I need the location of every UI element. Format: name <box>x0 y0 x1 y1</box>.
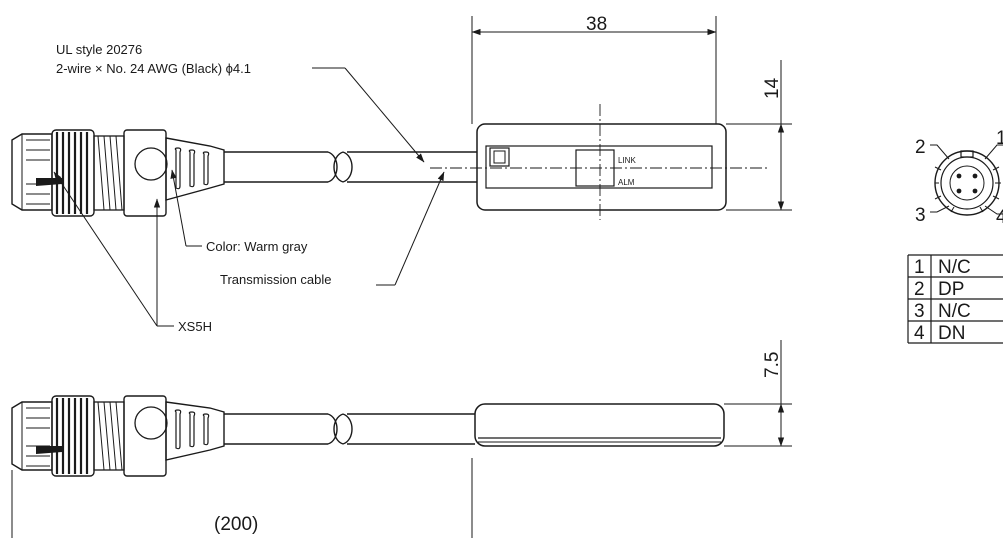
pin-label-2: 2 <box>915 137 926 158</box>
top-module-body: LINK ALM <box>476 123 727 211</box>
top-cable <box>224 151 477 183</box>
cable-length-dimension-label: (200) <box>214 514 258 535</box>
connector-callout: XS5H <box>53 171 212 334</box>
table-row: 2 DP <box>914 279 964 300</box>
dim-height-14: 14 <box>726 60 792 211</box>
side-view: 7.5 (200) <box>11 340 792 538</box>
pin-signal-cell: DP <box>938 279 964 300</box>
alarm-indicator-label: ALM <box>618 178 635 187</box>
table-row: 1 N/C <box>914 257 971 278</box>
link-indicator-label: LINK <box>618 156 636 165</box>
side-connector <box>11 395 225 477</box>
dim-cable-length: (200) <box>11 458 473 538</box>
transmission-cable-callout: Transmission cable <box>220 171 445 287</box>
pin-number-cell: 1 <box>914 257 925 278</box>
pin-number-cell: 3 <box>914 301 925 322</box>
transmission-cable-label: Transmission cable <box>220 272 332 287</box>
pin-label-1: 1 <box>996 128 1003 149</box>
table-row: 3 N/C <box>914 301 971 322</box>
pin-dot <box>972 188 978 194</box>
color-callout-label: Color: Warm gray <box>206 239 308 254</box>
pin-signal-cell: N/C <box>938 257 971 278</box>
pin-signal-cell: DN <box>938 323 965 344</box>
pin-label-3: 3 <box>915 205 926 226</box>
pin-dot <box>956 173 962 179</box>
pin-label-4: 4 <box>996 207 1003 228</box>
top-connector <box>11 129 225 217</box>
pin-number-cell: 4 <box>914 323 925 344</box>
width-dimension-label: 38 <box>586 14 607 35</box>
side-module-body <box>474 403 725 447</box>
pin-dot <box>956 188 962 194</box>
pin-dot <box>972 173 978 179</box>
cable-spec-line2: 2-wire × No. 24 AWG (Black) ϕ4.1 <box>56 61 251 76</box>
pin-signal-cell: N/C <box>938 301 971 322</box>
pin-assignment-table: 1 N/C 2 DP 3 N/C 4 DN <box>907 254 1003 344</box>
dim-width-38: 38 <box>471 14 717 124</box>
color-callout: Color: Warm gray <box>170 169 308 254</box>
cable-spec-callout: UL style 20276 2-wire × No. 24 AWG (Blac… <box>56 42 425 163</box>
pin-number-cell: 2 <box>914 279 925 300</box>
top-view: LINK ALM 38 14 UL style 20276 2-wire × N… <box>11 14 792 334</box>
dim-height-7-5: 7.5 <box>724 340 792 447</box>
connector-callout-label: XS5H <box>178 319 212 334</box>
side-cable <box>224 413 475 445</box>
center-lines <box>430 104 770 220</box>
side-height-dimension-label: 7.5 <box>762 352 783 378</box>
height-dimension-label: 14 <box>762 77 783 99</box>
cable-spec-line1: UL style 20276 <box>56 42 142 57</box>
connector-pin-diagram: 1 2 3 4 <box>915 128 1003 228</box>
table-row: 4 DN <box>914 323 965 344</box>
